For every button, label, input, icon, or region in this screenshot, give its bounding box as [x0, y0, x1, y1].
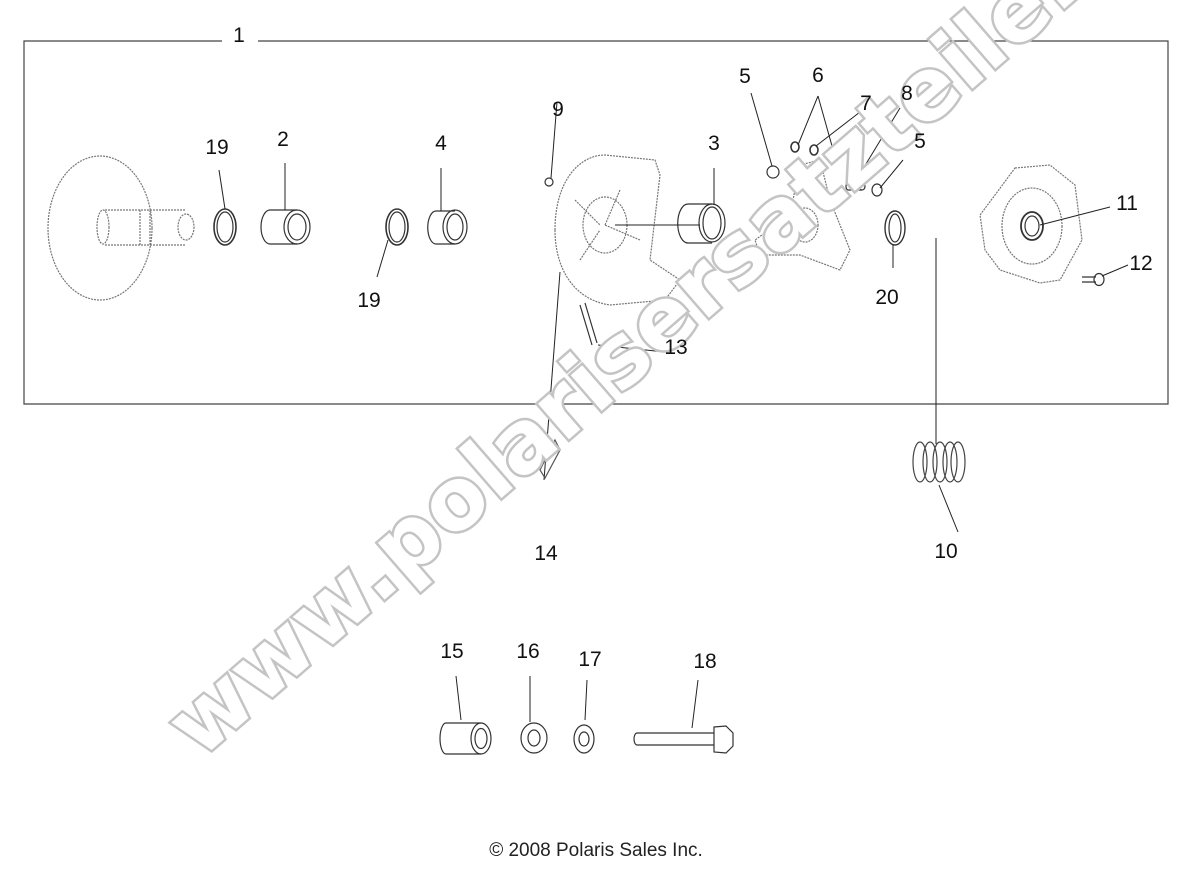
spring-part: [912, 441, 966, 483]
lever-part: [539, 438, 561, 480]
pin-part: [579, 302, 598, 346]
cover-part: [979, 164, 1083, 284]
callout-2: 2: [277, 128, 289, 151]
watermark: www.polarisersatzteile.de: [148, 0, 1189, 776]
spider-part: [754, 159, 851, 271]
callout-14: 14: [534, 542, 558, 565]
bearing-part: [427, 209, 468, 245]
callout-19: 19: [205, 136, 228, 159]
callout-4: 4: [435, 132, 447, 155]
movable-sheave-part: [47, 155, 195, 301]
callout-16: 16: [516, 640, 539, 663]
seal-part: [884, 210, 906, 246]
washer-part: [520, 722, 548, 754]
bushing-part: [677, 203, 726, 244]
bolt-part: [633, 725, 734, 754]
callout-9: 9: [552, 98, 564, 121]
spacer-part: [439, 722, 492, 755]
assembly-box: [23, 40, 1169, 405]
ring-part: [385, 208, 409, 246]
washer-part: [790, 141, 800, 153]
button-part: [871, 183, 883, 197]
bolt-part: [1082, 276, 1096, 283]
bushing-part: [260, 209, 311, 245]
callout-20: 20: [875, 286, 898, 309]
screw-part: [544, 177, 554, 187]
copyright-text: © 2008 Polaris Sales Inc.: [489, 840, 703, 861]
callout-12: 12: [1129, 252, 1152, 275]
callout-13: 13: [664, 336, 687, 359]
callout-1: 1: [233, 24, 245, 47]
button-part: [766, 165, 780, 179]
callout-10: 10: [934, 540, 957, 563]
callout-17: 17: [578, 648, 601, 671]
callout-19: 19: [357, 289, 380, 312]
callout-5: 5: [914, 130, 926, 153]
washer-part: [827, 146, 837, 158]
callout-5: 5: [739, 65, 751, 88]
callout-18: 18: [693, 650, 716, 673]
callout-3: 3: [708, 132, 720, 155]
callout-15: 15: [440, 640, 463, 663]
washer-part: [573, 724, 595, 754]
callout-6: 6: [812, 64, 824, 87]
callout-11: 11: [1116, 192, 1138, 215]
pin-part: [845, 182, 862, 191]
callout-labels: 1 19 2 4 19 9 3 5 6 7 8 5 11 12 20 13 14 10 15 16 17 18: [205, 24, 1152, 673]
callout-8: 8: [901, 82, 913, 105]
washer-part: [809, 144, 819, 156]
callout-7: 7: [860, 92, 872, 115]
